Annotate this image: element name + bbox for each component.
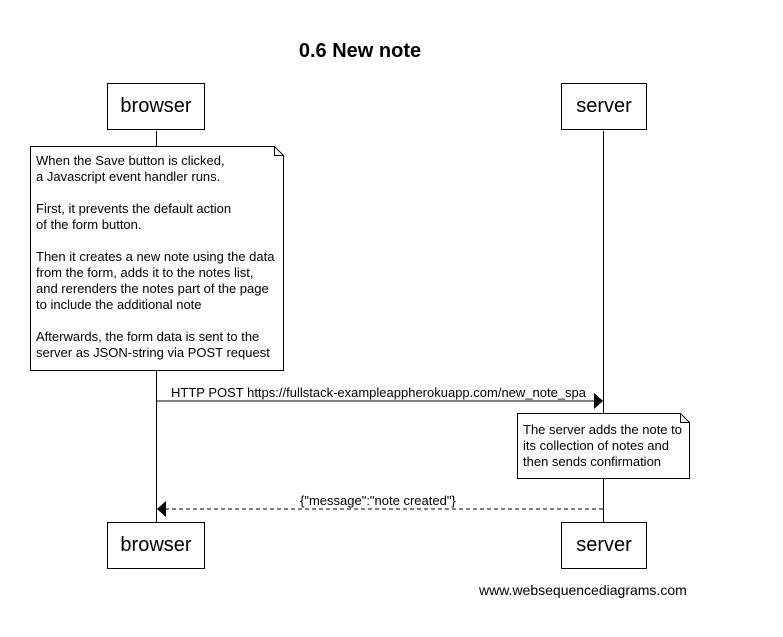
browser-note: When the Save button is clicked, a Javas… [30, 146, 284, 371]
note-shape [30, 146, 284, 371]
browser-note-text: When the Save button is clicked, a Javas… [36, 153, 275, 360]
server-lifeline [603, 131, 604, 522]
participant-label: server [576, 534, 632, 556]
note-shape [517, 413, 690, 479]
post-message-label: HTTP POST https://fullstack-exampleapphe… [171, 385, 587, 400]
diagram-title: 0.6 New note [298, 40, 422, 62]
server-participant-bottom: server [561, 522, 647, 569]
server-participant-top: server [561, 83, 647, 130]
participant-label: server [576, 95, 632, 117]
browser-participant-top: browser [107, 83, 205, 130]
browser-participant-bottom: browser [107, 522, 205, 569]
server-note-text: The server adds the note to its collecti… [523, 422, 682, 469]
participant-label: browser [120, 95, 192, 117]
participant-label: browser [120, 534, 192, 556]
server-note: The server adds the note to its collecti… [517, 413, 690, 479]
watermark-footer: www.websequencediagrams.com [479, 582, 687, 598]
response-message-label: {"message":"note created"} [300, 493, 456, 508]
